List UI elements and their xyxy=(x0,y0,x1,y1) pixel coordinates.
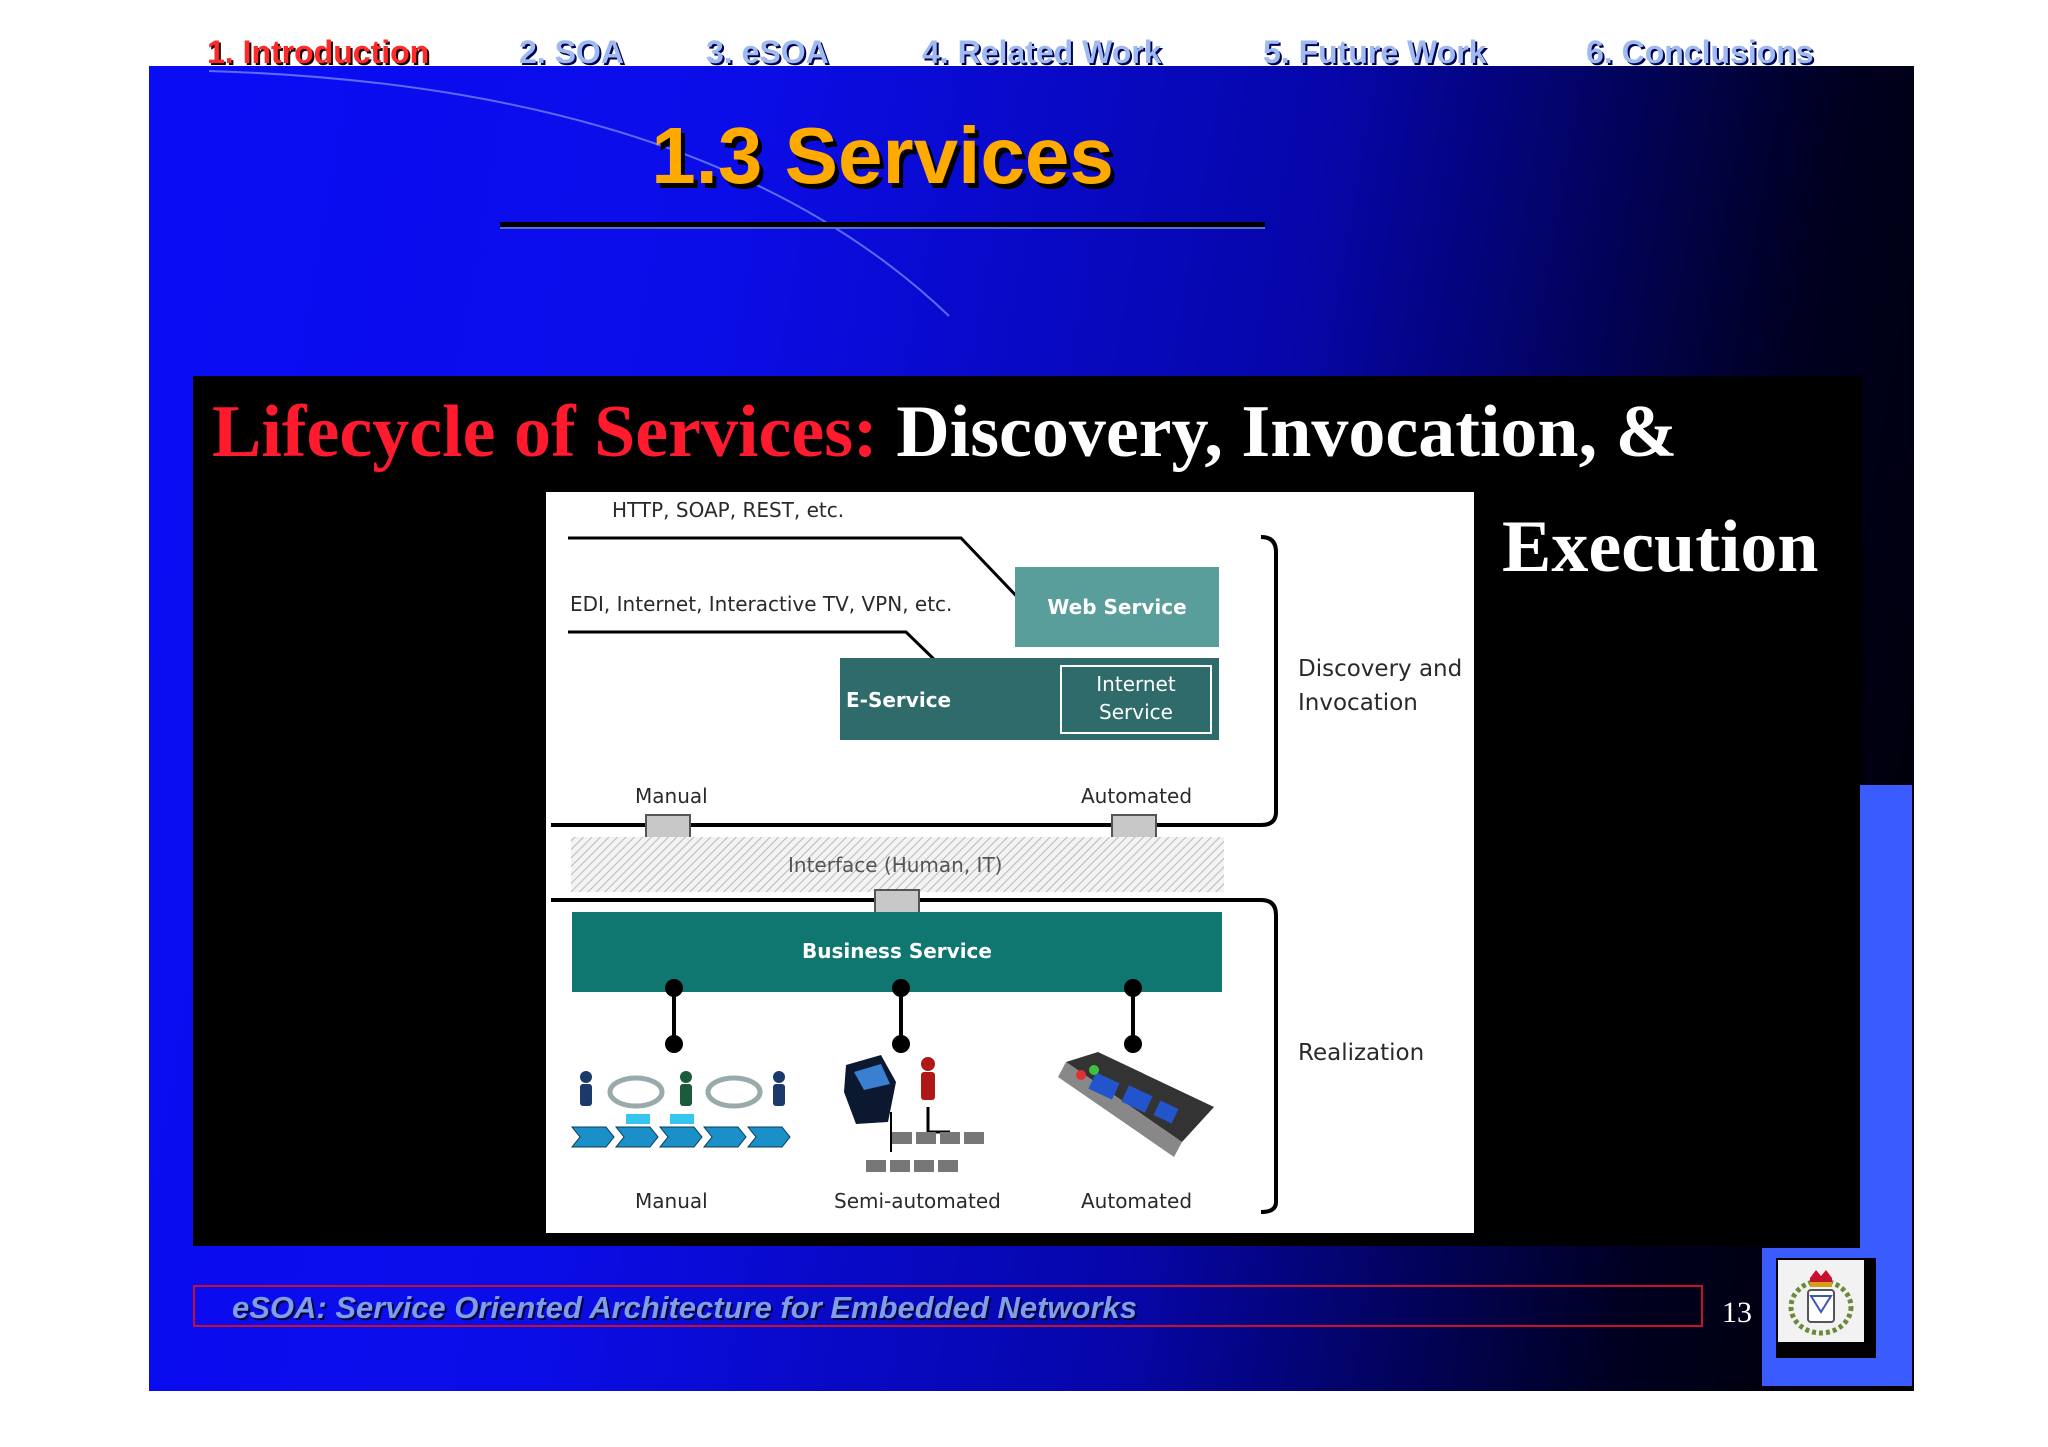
business-service-label: Business Service xyxy=(802,939,992,963)
manual-process-illustration xyxy=(570,1071,791,1148)
diagram-graphics xyxy=(551,535,1278,1214)
nav-item-esoa[interactable]: 3. eSOA xyxy=(706,34,829,70)
discovery-label-line1: Discovery and xyxy=(1298,656,1463,682)
automated-device-illustration xyxy=(1058,1052,1214,1157)
university-crest-logo xyxy=(1778,1260,1864,1342)
manual-bottom-label: Manual xyxy=(635,1189,708,1213)
discovery-bracket xyxy=(551,535,1278,827)
footer-title: eSOA: Service Oriented Architecture for … xyxy=(232,1290,1137,1325)
web-service-label: Web Service xyxy=(1047,595,1187,619)
realization-label: Realization xyxy=(1298,1040,1425,1066)
manual-top-label: Manual xyxy=(635,784,708,808)
page-number: 13 xyxy=(1722,1296,1752,1329)
nav-item-related-work[interactable]: 4. Related Work xyxy=(922,34,1162,70)
decorative-arc xyxy=(208,70,950,317)
semi-automated-illustration xyxy=(844,1055,984,1172)
e-service-box xyxy=(840,658,1219,740)
realization-bracket xyxy=(551,898,1278,1214)
interface-band xyxy=(571,837,1224,892)
internet-service-label-line1: Internet xyxy=(1096,672,1176,696)
nav-item-introduction[interactable]: 1. Introduction xyxy=(207,34,430,70)
slide-title: 1.3 Services xyxy=(651,111,1114,200)
section-heading: Lifecycle of Services: Discovery, Invoca… xyxy=(212,390,1677,475)
automated-top-label: Automated xyxy=(1081,784,1193,808)
interface-label: Interface (Human, IT) xyxy=(788,853,1003,877)
networks-label: EDI, Internet, Interactive TV, VPN, etc. xyxy=(570,592,953,616)
nav-item-conclusions[interactable]: 6. Conclusions xyxy=(1586,34,1814,70)
nav-item-soa[interactable]: 2. SOA xyxy=(519,34,624,70)
heading-red-part: Lifecycle of Services: xyxy=(212,391,878,473)
protocols-leader-line xyxy=(568,536,1026,606)
discovery-label-line2: Invocation xyxy=(1298,690,1418,716)
semi-automated-label: Semi-automated xyxy=(834,1189,1001,1213)
realization-pins xyxy=(665,979,1142,1053)
protocols-label: HTTP, SOAP, REST, etc. xyxy=(612,498,845,522)
title-underline xyxy=(500,222,1265,227)
business-service-bar xyxy=(572,912,1222,992)
internet-service-box xyxy=(1060,665,1212,734)
internet-service-label-line2: Service xyxy=(1099,700,1173,724)
section-heading-continued: Execution xyxy=(1502,506,1819,588)
automated-bottom-label: Automated xyxy=(1081,1189,1193,1213)
footer-frame xyxy=(193,1285,1703,1327)
web-service-box xyxy=(1015,567,1219,647)
nav-item-future-work[interactable]: 5. Future Work xyxy=(1263,34,1487,70)
e-service-label: E-Service xyxy=(846,688,952,712)
crest-icon xyxy=(1788,1270,1854,1336)
heading-white-part: Discovery, Invocation, & xyxy=(877,391,1678,473)
services-lifecycle-diagram: HTTP, SOAP, REST, etc. EDI, Internet, In… xyxy=(546,492,1474,1233)
